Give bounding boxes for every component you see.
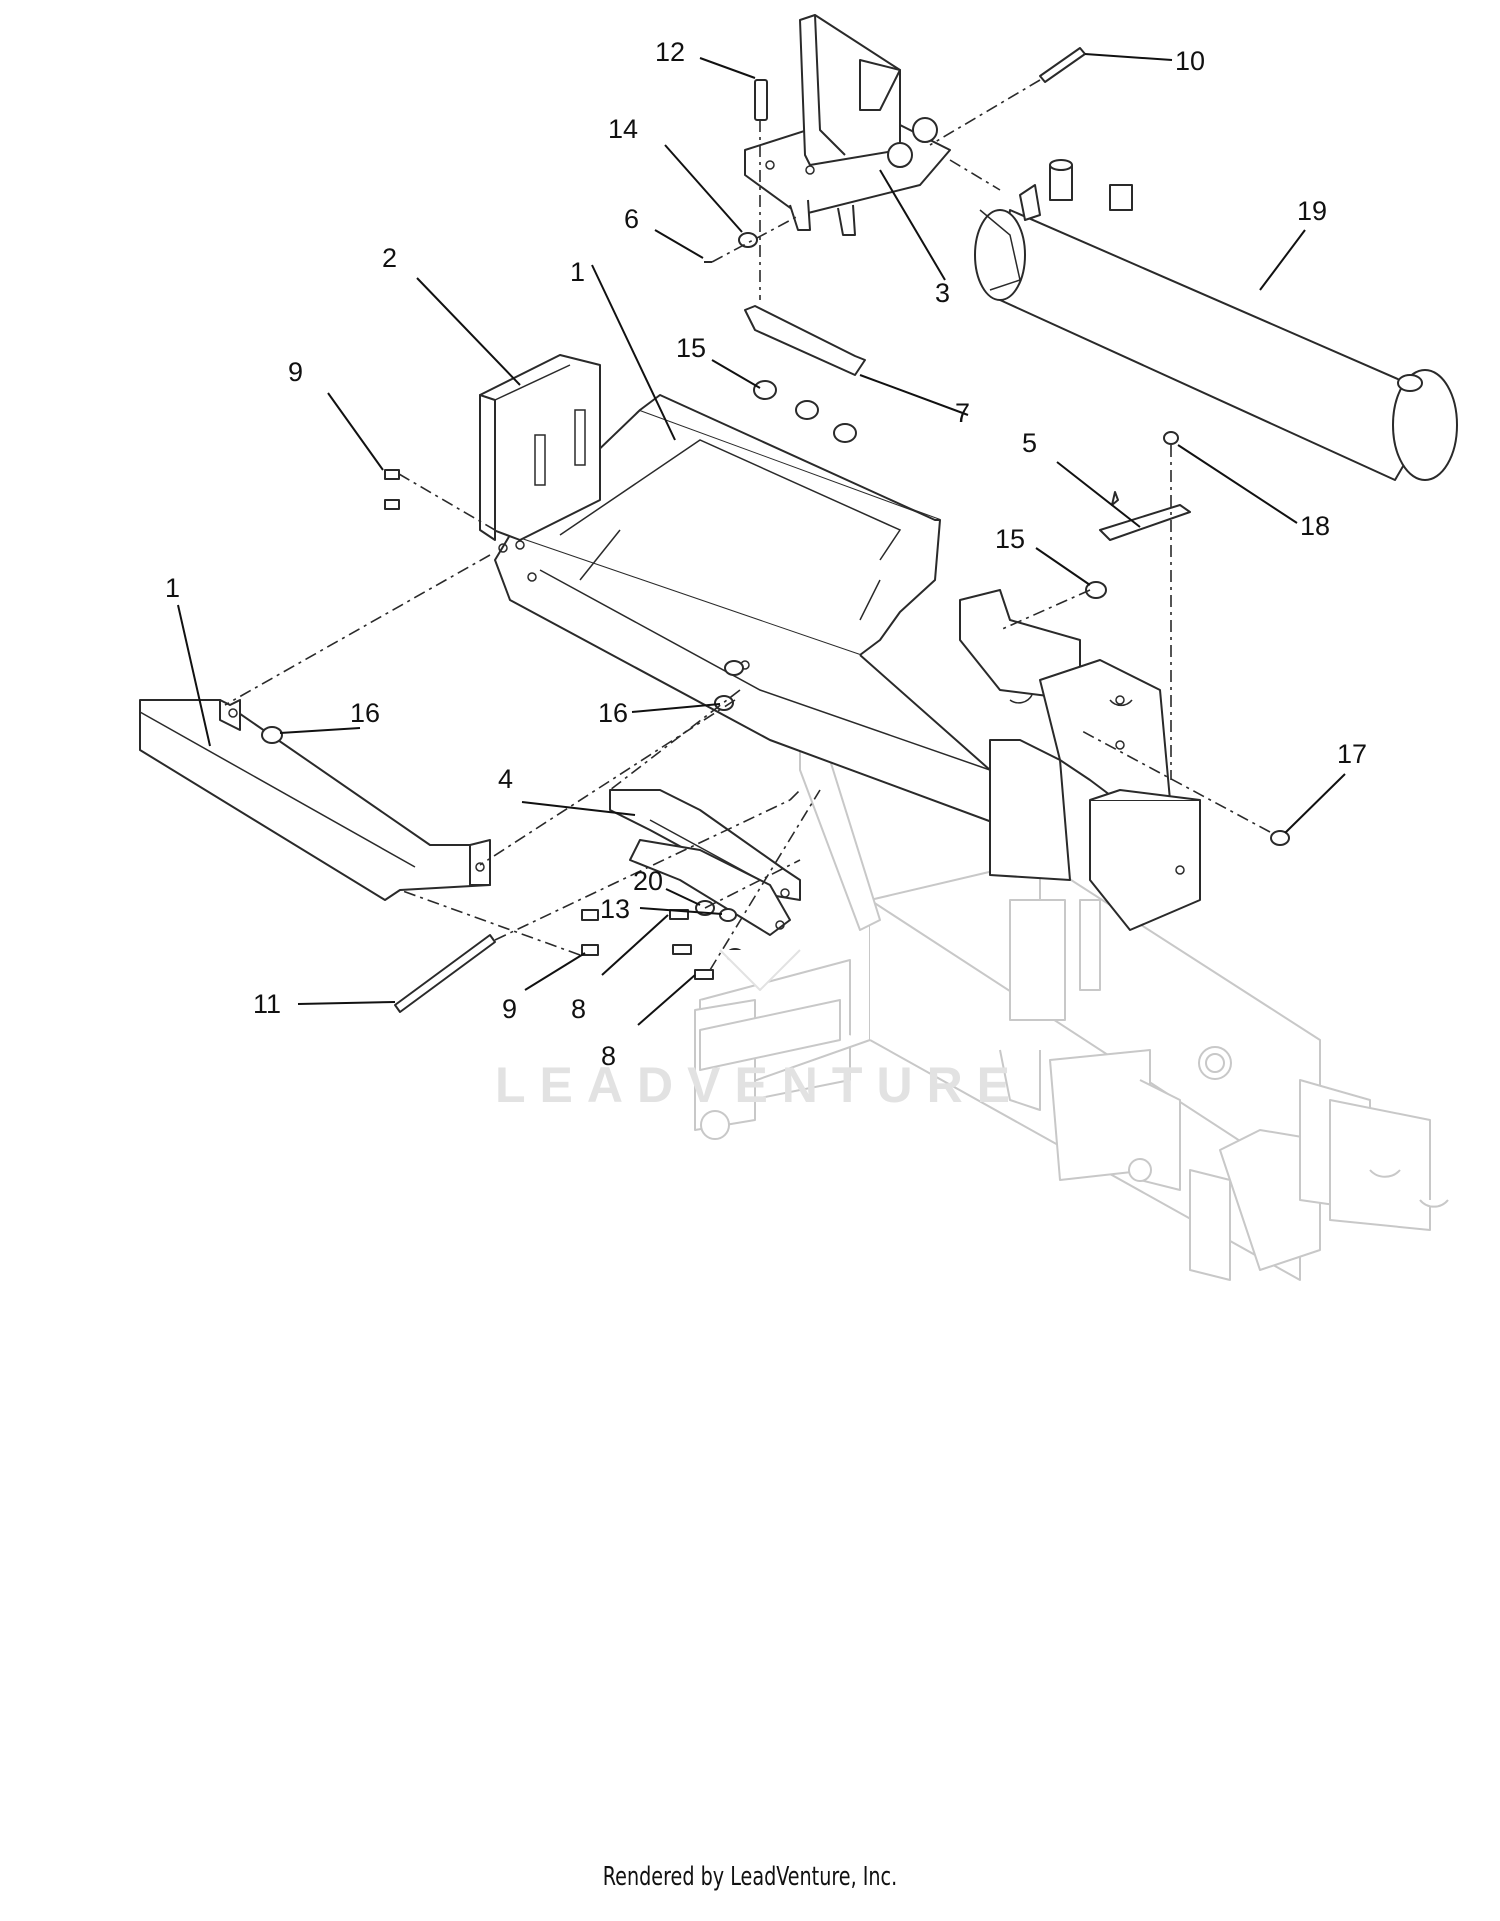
callout-2: 2 xyxy=(382,243,397,273)
callout-9-top: 9 xyxy=(288,357,303,387)
callout-7: 7 xyxy=(955,398,970,428)
callout-15-right: 15 xyxy=(995,524,1025,554)
callout-10: 10 xyxy=(1175,46,1205,76)
wedge-teeth xyxy=(534,409,586,486)
callout-12: 12 xyxy=(655,37,685,67)
assembly-lines xyxy=(224,79,1271,971)
wedge-holder xyxy=(744,14,951,236)
end-plates xyxy=(959,589,1201,931)
callout-1-extension: 1 xyxy=(165,573,180,603)
hardware xyxy=(261,47,1290,1013)
background-frame xyxy=(694,739,1449,1281)
beam-guide xyxy=(609,789,801,936)
callout-20: 20 xyxy=(633,866,663,896)
callout-16-center: 16 xyxy=(598,698,628,728)
callout-11: 11 xyxy=(253,989,281,1019)
callout-5: 5 xyxy=(1022,428,1037,458)
callout-17: 17 xyxy=(1337,739,1367,769)
callout-9-bottom: 9 xyxy=(502,994,517,1024)
footer-credit: Rendered by LeadVenture, Inc. xyxy=(602,1862,898,1892)
callout-14: 14 xyxy=(608,114,638,144)
callout-8-lower: 8 xyxy=(601,1041,616,1071)
callout-15-top: 15 xyxy=(676,333,706,363)
callout-6: 6 xyxy=(624,204,639,234)
leader-lines xyxy=(177,53,1346,1026)
callout-1-beam: 1 xyxy=(570,257,585,287)
watermark-text: LEADVENTURE xyxy=(495,1057,1024,1113)
main-beam xyxy=(494,394,1001,826)
callout-18: 18 xyxy=(1300,511,1330,541)
wedge-plate xyxy=(479,354,601,553)
callout-8-upper: 8 xyxy=(571,994,586,1024)
callout-4: 4 xyxy=(498,764,513,794)
extension-beam xyxy=(139,699,491,901)
watermark: LEADVENTURE xyxy=(495,949,1024,1113)
hydraulic-cylinder xyxy=(974,159,1458,481)
callouts: 12 10 14 6 3 19 2 1 15 7 9 5 18 15 1 16 … xyxy=(165,37,1367,1071)
callout-3: 3 xyxy=(935,278,950,308)
callout-19: 19 xyxy=(1297,196,1327,226)
callout-16-left: 16 xyxy=(350,698,380,728)
callout-13: 13 xyxy=(600,894,630,924)
